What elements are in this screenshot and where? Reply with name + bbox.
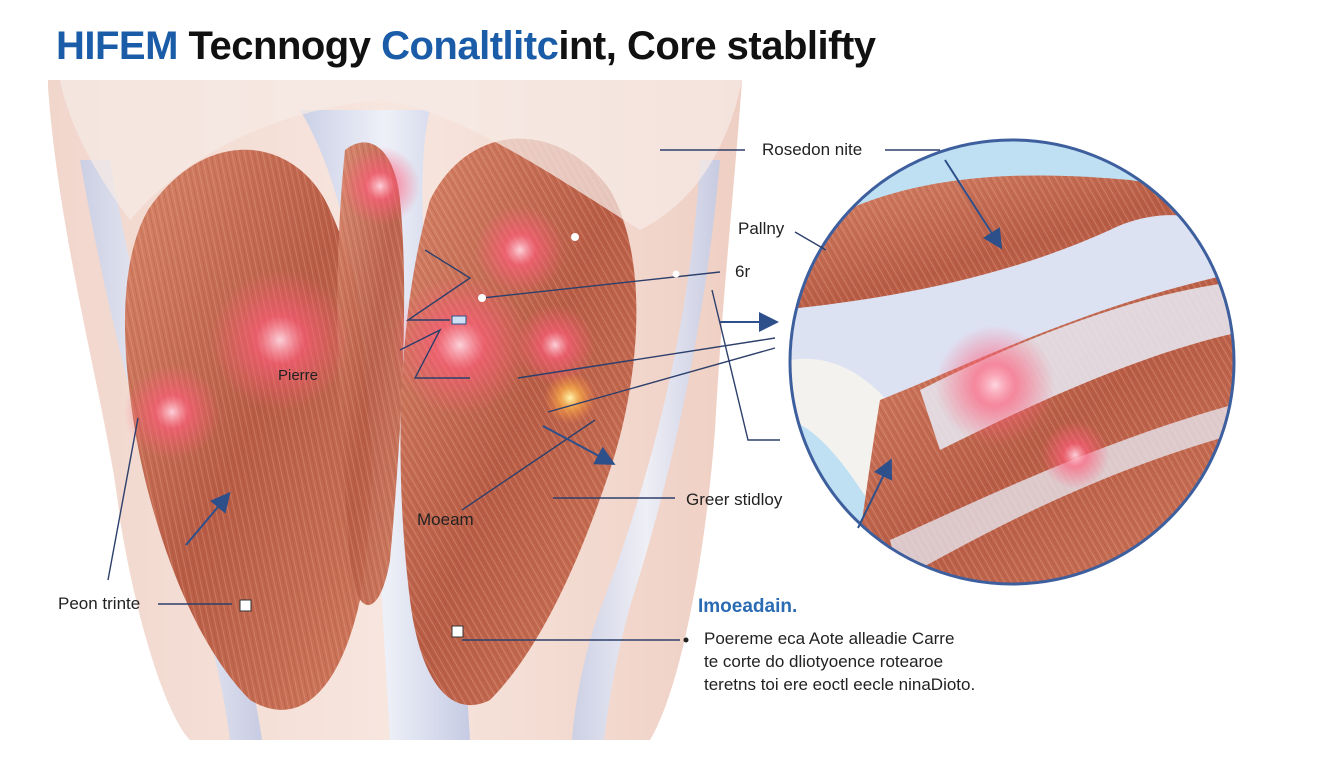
- label-rosedon: Rosedon nite: [762, 140, 863, 159]
- leader-ray-1: [517, 337, 776, 379]
- note-line-1: Poereme eca Aote alleadie Carre: [704, 629, 955, 648]
- zoom-detail: [790, 140, 1234, 584]
- label-greer: Greer stidloy: [686, 490, 783, 509]
- zoom-circle-border: [788, 138, 1236, 586]
- arrow-center: [542, 425, 616, 465]
- glow-right-mid: [515, 305, 595, 385]
- marker-dot-3: [571, 233, 579, 241]
- label-6r: 6r: [735, 262, 751, 281]
- leader-6r: [481, 271, 721, 299]
- marker-square-3: [451, 315, 467, 325]
- title-hifem: HIFEM: [56, 24, 178, 68]
- glow-top-center: [340, 146, 420, 226]
- leader-pallny: [794, 231, 827, 251]
- note-heading: Imoeadain.: [698, 596, 798, 617]
- arrow-zoom-bottom: [857, 458, 893, 529]
- arrow-zoom-top: [944, 159, 1003, 250]
- marker-square-1: [451, 625, 464, 638]
- title-technology: Tecnnogy: [177, 24, 382, 68]
- glow-yellow: [544, 372, 596, 424]
- label-pallny: Pallny: [738, 219, 785, 238]
- note-line-3: teretns toi ere eoctl eecle ninaDioto.: [704, 675, 976, 694]
- title-blue-word: Conaltlitc: [381, 24, 559, 68]
- leader-zigzag: [405, 249, 472, 321]
- marker-square-2: [239, 599, 252, 612]
- note-line-2: te corte do dliotyoence rotearoe: [704, 652, 944, 671]
- title-core-stability: int, Core stablifty: [558, 24, 876, 68]
- outer-fascia-right: [572, 160, 720, 740]
- arrow-left-muscle: [185, 491, 231, 546]
- label-moeam: Moeam: [417, 510, 474, 529]
- label-pierre: Pierre: [278, 367, 319, 384]
- leader-right-bracket: [711, 289, 780, 441]
- marker-dot-2: [672, 270, 680, 278]
- glow-left-lower: [124, 364, 220, 460]
- leader-left-vertical: [107, 417, 139, 581]
- label-peon: Peon trinte: [58, 594, 141, 613]
- leader-ray-2: [547, 347, 776, 413]
- leader-moeam: [461, 419, 596, 511]
- glow-right-upper: [475, 205, 565, 295]
- page-title: HIFEM Tecnnogy Conaltlitcint, Core stabl…: [56, 24, 876, 69]
- leader-zigzag-low: [399, 328, 470, 379]
- glow-left-upper: [210, 270, 350, 410]
- glow-right-center: [390, 275, 530, 415]
- marker-dot-1: [478, 294, 486, 302]
- top-fascia: [60, 80, 742, 230]
- marker-dot-note: [683, 637, 689, 643]
